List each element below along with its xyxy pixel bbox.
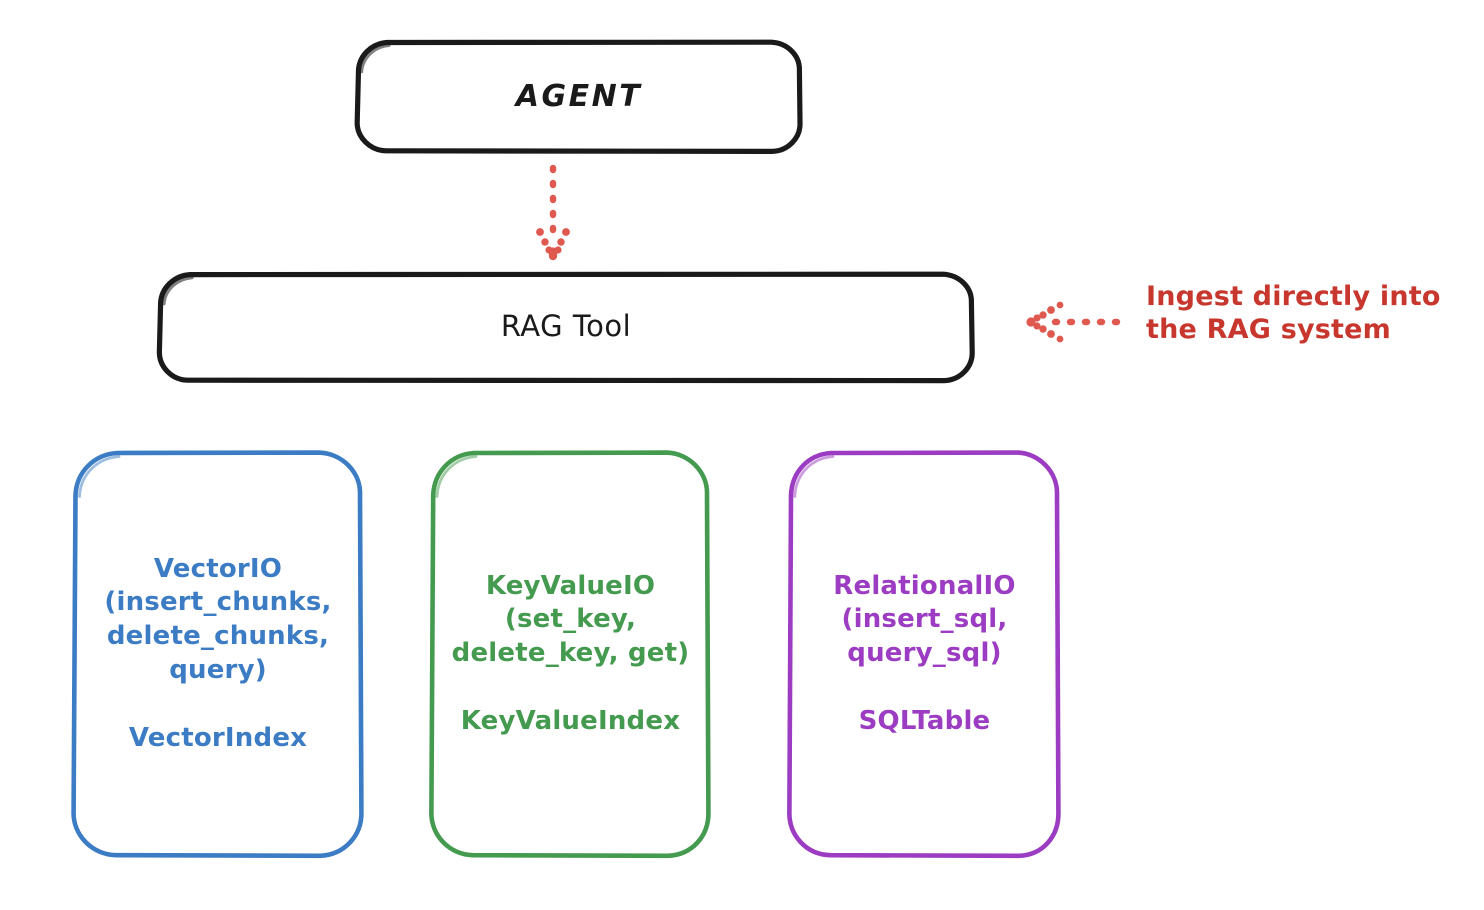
annotation-ingest-label: Ingest directly into the RAG system [1146, 281, 1441, 345]
edge-agent-to-rag-tool-icon [536, 164, 570, 261]
node-relational-io-label: RelationalIO (insert_sql, query_sql) SQL… [833, 570, 1016, 736]
node-agent[interactable]: AGENT [354, 39, 804, 154]
node-relational-io[interactable]: RelationalIO (insert_sql, query_sql) SQL… [786, 449, 1063, 859]
node-rag-tool[interactable]: RAG Tool [156, 271, 976, 384]
edge-ingest-to-rag-tool-icon [1026, 301, 1132, 343]
node-rag-tool-label: RAG Tool [500, 309, 632, 344]
node-vector-io-label: VectorIO (insert_chunks, delete_chunks, … [104, 553, 332, 753]
node-keyvalue-io-label: KeyValueIO (set_key, delete_key, get) Ke… [451, 570, 690, 736]
node-vector-io[interactable]: VectorIO (insert_chunks, delete_chunks, … [70, 449, 366, 859]
node-agent-label: AGENT [515, 78, 643, 114]
node-keyvalue-io[interactable]: KeyValueIO (set_key, delete_key, get) Ke… [428, 449, 713, 859]
